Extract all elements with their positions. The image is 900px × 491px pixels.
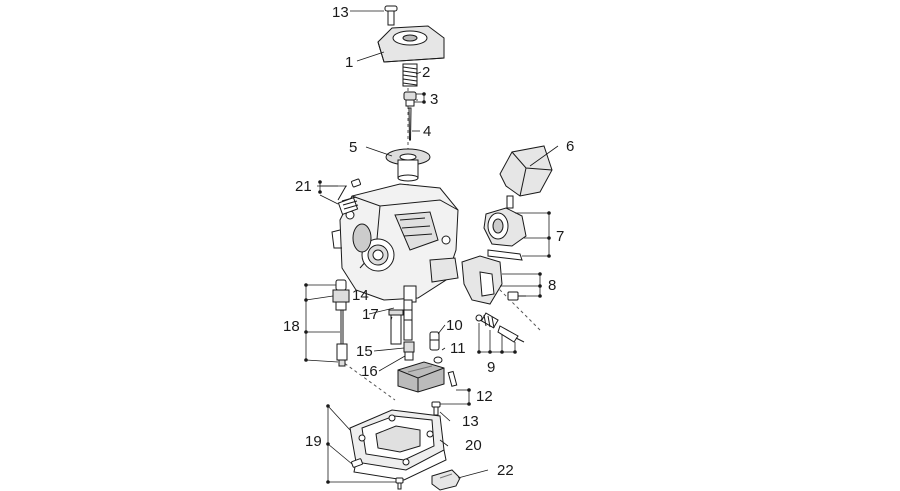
part-13-screw-lower [431, 401, 441, 416]
label-21: 21 [295, 178, 312, 195]
label-12: 12 [476, 388, 493, 405]
label-19: 19 [305, 433, 322, 450]
part-20-float-bowl [349, 409, 447, 481]
part-5-diaphragm [385, 148, 431, 182]
part-7-starter-assembly [483, 195, 527, 261]
label-17: 17 [362, 306, 379, 323]
part-3-needle-clip [403, 91, 417, 107]
label-13-lower: 13 [462, 413, 479, 430]
label-4: 4 [423, 123, 431, 140]
part-13-screw-top [384, 5, 398, 26]
part-8-starter-cover [461, 255, 526, 305]
part-18-plunger [332, 279, 350, 367]
label-5: 5 [349, 139, 357, 156]
part-17-emulsion-tube [388, 309, 404, 345]
callout-labels: 13 1 2 3 4 5 6 21 7 8 14 17 18 10 15 11 … [283, 4, 574, 479]
part-19-screws [351, 458, 404, 490]
label-18: 18 [283, 318, 300, 335]
label-16: 16 [361, 363, 378, 380]
part-22-bracket [431, 469, 461, 491]
label-1: 1 [345, 54, 353, 71]
label-13-top: 13 [332, 4, 349, 21]
label-15: 15 [356, 343, 373, 360]
part-21-idle-screw [337, 178, 362, 216]
part-12-float [397, 361, 458, 393]
label-6: 6 [566, 138, 574, 155]
part-1-cover [377, 25, 445, 63]
leader-lines [305, 10, 559, 483]
label-2: 2 [422, 64, 430, 81]
label-20: 20 [465, 437, 482, 454]
part-4-needle [408, 107, 412, 141]
label-8: 8 [548, 277, 556, 294]
part-16-jet-holder [404, 351, 414, 361]
label-7: 7 [556, 228, 564, 245]
bracket-dots [304, 92, 551, 484]
part-10-jet [429, 331, 440, 351]
part-2-spring [402, 63, 418, 87]
label-11: 11 [450, 340, 466, 357]
label-22: 22 [497, 462, 514, 479]
part-14-needle-jet [403, 299, 413, 341]
carburetor-body [331, 183, 459, 303]
part-15-main-jet [403, 341, 415, 353]
label-14: 14 [352, 287, 369, 304]
part-6-chamber-cover [499, 145, 553, 197]
label-10: 10 [446, 317, 463, 334]
label-9: 9 [487, 359, 495, 376]
part-11-ring [433, 356, 443, 364]
label-3: 3 [430, 91, 438, 108]
part-9-mixture-screw [475, 312, 525, 343]
